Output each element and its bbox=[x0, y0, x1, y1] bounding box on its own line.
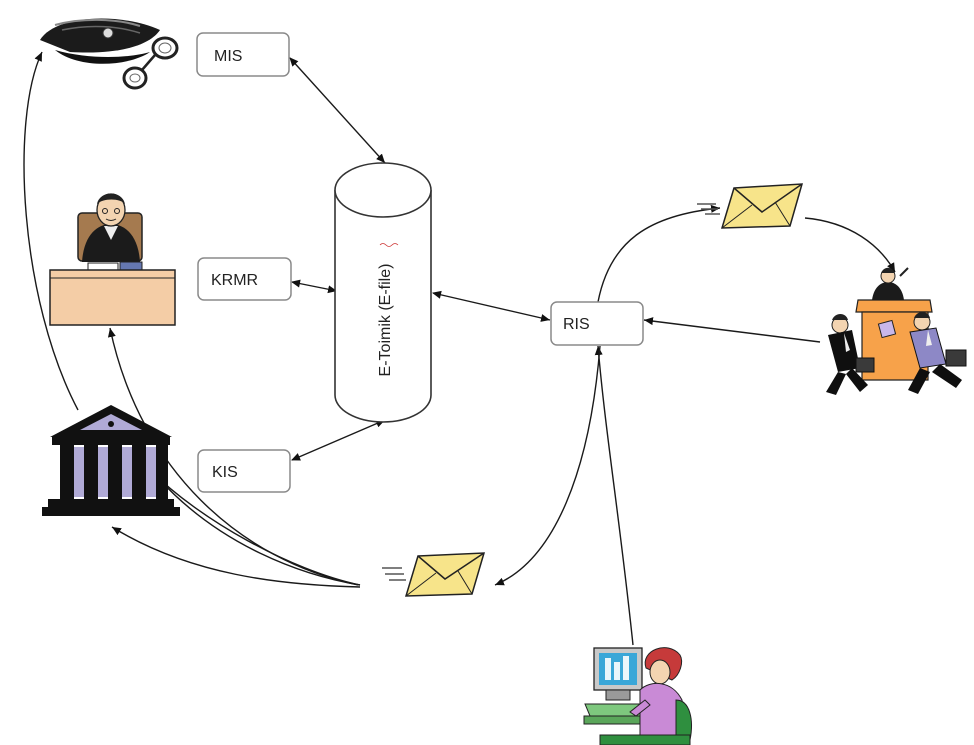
courthouse-icon bbox=[42, 405, 180, 516]
police-cap-handcuffs-icon bbox=[40, 18, 179, 90]
database-label: E-Toimik (E-file) bbox=[377, 264, 394, 377]
judge-at-desk-icon bbox=[49, 193, 176, 326]
node-krmr: KRMR bbox=[197, 257, 292, 301]
arrow-ris-envelope-bottom bbox=[494, 345, 601, 586]
node-kis-label: KIS bbox=[212, 464, 238, 481]
spellcheck-underline bbox=[379, 243, 399, 247]
node-ris-label: RIS bbox=[563, 316, 590, 333]
arrow-envelope-court-3 bbox=[149, 469, 361, 586]
node-kis: KIS bbox=[197, 449, 291, 493]
database-cylinder: E-Toimik (E-file) bbox=[334, 162, 432, 423]
arrow-envelope-judge bbox=[107, 327, 359, 586]
arrow-user-ris bbox=[594, 345, 634, 646]
node-mis: MIS bbox=[196, 32, 290, 77]
arrow-krmr-db bbox=[291, 279, 338, 294]
arrow-envelope-courtroom bbox=[804, 217, 896, 273]
arrow-kis-db bbox=[291, 419, 386, 461]
connectors bbox=[23, 51, 896, 646]
arrow-db-ris bbox=[432, 290, 551, 322]
arrow-court-police bbox=[23, 51, 79, 411]
arrow-envelope-court-2 bbox=[159, 479, 361, 586]
arrow-courtroom-ris bbox=[643, 317, 821, 343]
arrow-ris-envelope-top bbox=[597, 204, 721, 303]
courtroom-scene-icon bbox=[826, 267, 967, 395]
arrow-mis-db bbox=[289, 57, 386, 164]
node-mis-label: MIS bbox=[214, 48, 242, 65]
node-ris: RIS bbox=[550, 301, 644, 346]
person-at-computer-icon bbox=[583, 647, 692, 745]
envelope-top-icon bbox=[697, 183, 804, 229]
envelope-bottom-icon bbox=[382, 552, 486, 597]
node-krmr-label: KRMR bbox=[211, 272, 258, 289]
arrow-envelope-court-1 bbox=[111, 526, 361, 588]
